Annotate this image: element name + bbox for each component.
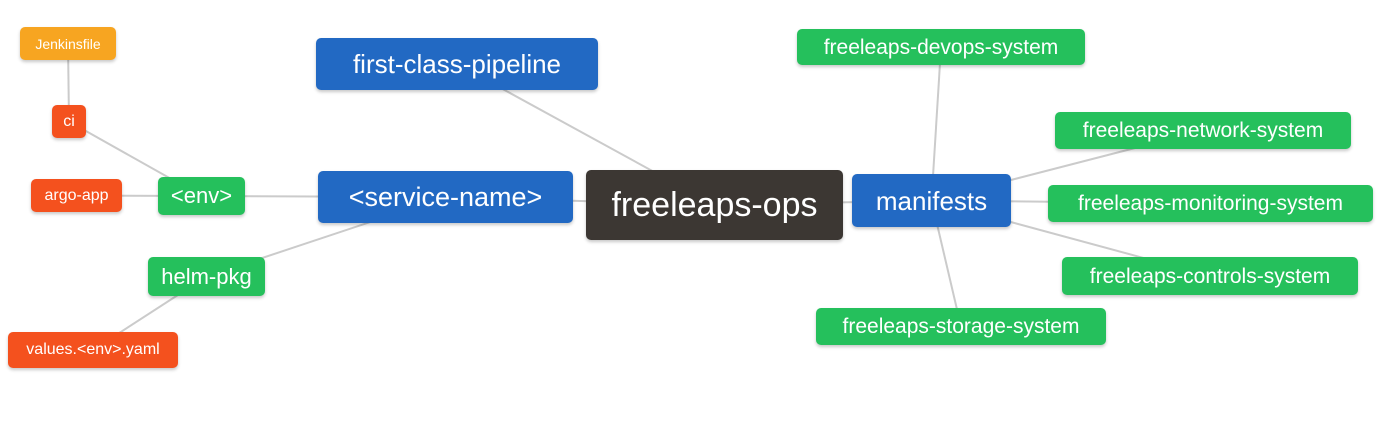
node-argo-app[interactable]: argo-app	[31, 179, 122, 212]
node-freeleaps-network-system[interactable]: freeleaps-network-system	[1055, 112, 1351, 149]
node-values-env-yaml[interactable]: values.<env>.yaml	[8, 332, 178, 368]
node-ci[interactable]: ci	[52, 105, 86, 138]
node-freeleaps-ops[interactable]: freeleaps-ops	[586, 170, 843, 240]
node-freeleaps-monitoring-system[interactable]: freeleaps-monitoring-system	[1048, 185, 1373, 222]
node-freeleaps-storage-system[interactable]: freeleaps-storage-system	[816, 308, 1106, 345]
node-freeleaps-controls-system[interactable]: freeleaps-controls-system	[1062, 257, 1358, 295]
node-manifests[interactable]: manifests	[852, 174, 1011, 227]
node-env[interactable]: <env>	[158, 177, 245, 215]
node-jenkinsfile[interactable]: Jenkinsfile	[20, 27, 116, 60]
node-helm-pkg[interactable]: helm-pkg	[148, 257, 265, 296]
node-first-class-pipeline[interactable]: first-class-pipeline	[316, 38, 598, 90]
node-service-name[interactable]: <service-name>	[318, 171, 573, 223]
node-freeleaps-devops-system[interactable]: freeleaps-devops-system	[797, 29, 1085, 65]
